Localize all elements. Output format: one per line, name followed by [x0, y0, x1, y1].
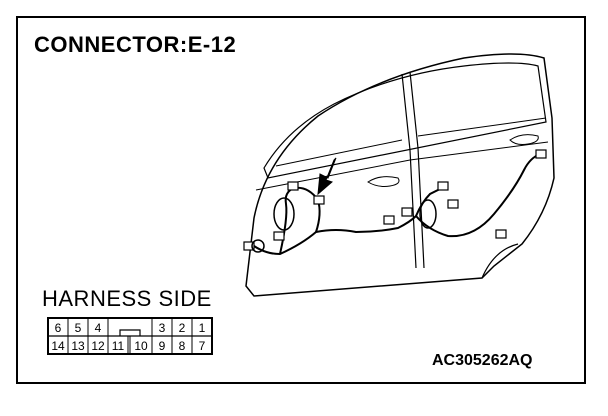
connector-block-4	[273, 231, 285, 241]
pin-label: 6	[55, 321, 62, 335]
connector-block-7	[437, 181, 449, 191]
pin-label: 9	[159, 339, 166, 353]
connector-block-10	[535, 149, 547, 159]
pin-label: 3	[159, 321, 166, 335]
pin-label: 14	[51, 339, 65, 353]
pin-label: 13	[71, 339, 85, 353]
car-door-illustration	[243, 53, 555, 297]
harness-side-label: HARNESS SIDE	[42, 286, 212, 311]
car-body-outline	[245, 53, 555, 297]
b-pillar-inner	[409, 71, 425, 269]
diagram-frame: CONNECTOR:E-12	[16, 16, 586, 384]
pin-label: 8	[179, 339, 186, 353]
front-harness-wire	[253, 215, 417, 256]
connector-block-6	[401, 207, 413, 217]
belt-line	[255, 141, 549, 191]
front-speaker	[273, 197, 295, 231]
pin-label: 12	[91, 339, 105, 353]
pin-label: 7	[199, 339, 206, 353]
front-window-line	[275, 139, 403, 167]
pin-label: 4	[95, 321, 102, 335]
pin-label: 1	[199, 321, 206, 335]
rear-door-handle	[509, 134, 539, 145]
pin-label: 2	[179, 321, 186, 335]
b-pillar	[401, 73, 417, 269]
connector-block-5	[383, 215, 395, 225]
connector-block-9	[495, 229, 507, 239]
window-outline	[263, 62, 547, 179]
rear-harness-wire	[415, 153, 541, 238]
rear-speaker	[419, 199, 437, 229]
connector-block-8	[447, 199, 459, 209]
figure-code: AC305262AQ	[432, 352, 533, 369]
connector-housing	[47, 317, 213, 355]
connector-block-2	[287, 181, 299, 191]
pin-label: 11	[112, 339, 125, 353]
connector-face-diagram: 6 5 4 3 2 1 14 13 12 11 10 9 8 7	[47, 317, 213, 355]
pin-label: 5	[75, 321, 82, 335]
grommet	[251, 239, 265, 253]
rear-window-line	[417, 117, 547, 137]
indicator-arrow-icon	[317, 157, 337, 196]
connector-title: CONNECTOR:E-12	[34, 32, 237, 57]
connector-lock-tab	[119, 329, 141, 336]
front-door-handle	[367, 176, 400, 187]
pin-label: 10	[134, 339, 148, 353]
connector-block-1	[243, 241, 255, 251]
connector-block-3	[313, 195, 325, 205]
rear-wheel-arch	[481, 243, 519, 279]
